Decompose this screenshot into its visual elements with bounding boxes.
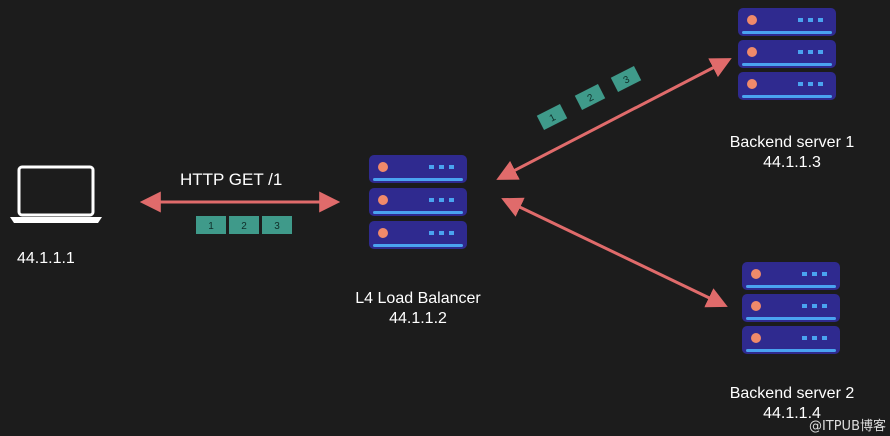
svg-text:2: 2 (241, 221, 247, 232)
client-ip: 44.1.1.1 (17, 250, 75, 267)
backend1-ip: 44.1.1.3 (763, 154, 821, 171)
request-label: HTTP GET /1 (180, 170, 283, 189)
backend1-name: Backend server 1 (729, 134, 855, 151)
backend1-label: Backend server 1 44.1.1.3 (712, 133, 872, 173)
load-balancer-ip: 44.1.1.2 (389, 310, 447, 327)
backend2-label: Backend server 2 44.1.1.4 (712, 384, 872, 424)
svg-text:3: 3 (622, 74, 632, 87)
arrow-lb-backend1 (496, 58, 732, 180)
packet: 3 (610, 65, 642, 93)
packet: 1 (196, 216, 226, 234)
packet: 2 (574, 83, 606, 111)
server-rack-icon (369, 155, 467, 249)
request-packets: 1 2 3 (196, 216, 292, 234)
laptop-icon (10, 165, 102, 223)
svg-text:2: 2 (586, 92, 596, 105)
backend1-packets: 1 2 3 (536, 65, 642, 131)
load-balancer-label: L4 Load Balancer 44.1.1.2 (338, 289, 498, 329)
svg-text:3: 3 (274, 221, 280, 232)
svg-text:1: 1 (548, 112, 558, 125)
backend2-ip: 44.1.1.4 (763, 405, 821, 422)
backend2-name: Backend server 2 (729, 385, 855, 402)
svg-text:1: 1 (208, 221, 214, 232)
server-rack-icon (742, 262, 840, 354)
packet: 2 (229, 216, 259, 234)
packet: 3 (262, 216, 292, 234)
server-rack-icon (738, 8, 836, 100)
arrow-lb-backend2 (501, 197, 728, 308)
watermark: @ITPUB博客 (808, 419, 886, 434)
load-balancer-name: L4 Load Balancer (355, 290, 481, 307)
packet: 1 (536, 103, 568, 131)
